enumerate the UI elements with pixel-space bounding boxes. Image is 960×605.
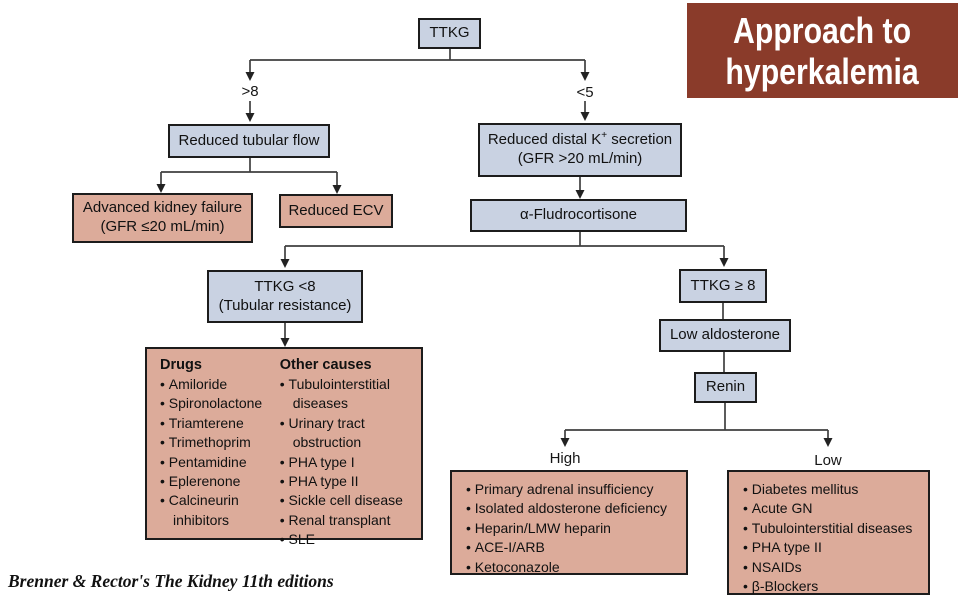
advanced-kidney-failure-line2: (GFR ≤20 mL/min)	[100, 218, 225, 235]
node-renin: Renin	[694, 372, 757, 403]
panel-low-renin-causes: Diabetes mellitus Acute GN Tubulointerst…	[727, 470, 930, 595]
node-reduced-ecv: Reduced ECV	[279, 194, 393, 228]
node-reduced-distal-k-secretion: Reduced distal K+ secretion (GFR >20 mL/…	[478, 123, 682, 177]
renin-low-label: Low	[814, 452, 842, 469]
list-item: Acute GN	[743, 499, 920, 518]
list-item: ACE-I/ARB	[466, 538, 678, 557]
drugs-column-title: Drugs	[160, 357, 202, 373]
list-item: PHA type I	[280, 453, 413, 472]
title-banner: Approach to hyperkalemia	[687, 3, 958, 98]
list-item: Diabetes mellitus	[743, 480, 920, 499]
list-item: β-Blockers	[743, 577, 920, 596]
list-item: NSAIDs	[743, 558, 920, 577]
panel-drugs-other-causes: Drugs Amiloride Spironolactone Triamtere…	[145, 347, 423, 547]
source-citation: Brenner & Rector's The Kidney 11th editi…	[8, 571, 334, 591]
banner-title-line1: Approach to	[733, 9, 912, 51]
branch-label-gt8: >8	[241, 83, 259, 100]
list-item: Trimethoprim	[160, 433, 280, 452]
node-low-aldosterone: Low aldosterone	[659, 319, 791, 352]
other-causes-column-title: Other causes	[279, 357, 372, 373]
list-item: Urinary tract obstruction	[280, 414, 413, 453]
node-ttkg: TTKG	[418, 18, 481, 49]
list-item: Renal transplant	[280, 511, 413, 530]
node-ttkg-ge8: TTKG ≥ 8	[679, 269, 767, 303]
renin-high-label: High	[549, 450, 581, 467]
advanced-kidney-failure-line1: Advanced kidney failure	[82, 199, 243, 217]
node-ttkg-ge8-label: TTKG ≥ 8	[690, 276, 756, 294]
list-item: PHA type II	[280, 472, 413, 491]
node-advanced-kidney-failure: Advanced kidney failure (GFR ≤20 mL/min)	[72, 193, 253, 243]
list-item: Primary adrenal insufficiency	[466, 480, 678, 499]
list-item: Sickle cell disease	[280, 491, 413, 510]
node-renin-label: Renin	[705, 378, 746, 396]
banner-title: Approach to hyperkalemia	[726, 10, 919, 92]
drugs-column: Drugs Amiloride Spironolactone Triamtere…	[160, 356, 280, 550]
connector-arrowheads	[156, 72, 833, 447]
node-reduced-tubular-flow: Reduced tubular flow	[168, 124, 330, 158]
node-ttkg-lt8: TTKG <8 (Tubular resistance)	[207, 270, 363, 323]
list-item: PHA type II	[743, 538, 920, 557]
k-plus-superscript: +	[601, 130, 608, 142]
reduced-distal-k-line2: (GFR >20 mL/min)	[517, 150, 643, 167]
node-alpha-fludrocortisone: α-Fludrocortisone	[470, 199, 687, 232]
banner-title-line2: hyperkalemia	[725, 50, 920, 92]
reduced-distal-k-line1: Reduced distal K+ secretion	[487, 130, 673, 149]
connector-lines	[160, 49, 829, 439]
list-item: Amiloride	[160, 375, 280, 394]
branch-label-lt5: <5	[576, 84, 594, 101]
list-item: Eplerenone	[160, 472, 280, 491]
node-ttkg-label: TTKG	[429, 24, 470, 42]
list-item: Triamterene	[160, 414, 280, 433]
ttkg-lt8-line2: (Tubular resistance)	[218, 296, 352, 314]
node-alpha-fludrocortisone-label: α-Fludrocortisone	[519, 206, 638, 224]
list-item: Tubulointerstitial diseases	[743, 519, 920, 538]
list-item: Pentamidine	[160, 453, 280, 472]
node-reduced-tubular-flow-label: Reduced tubular flow	[178, 131, 320, 149]
node-reduced-ecv-label: Reduced ECV	[288, 201, 384, 219]
panel-high-renin-causes: Primary adrenal insufficiency Isolated a…	[450, 470, 688, 575]
list-item: Heparin/LMW heparin	[466, 519, 678, 538]
list-item: Isolated aldosterone deficiency	[466, 499, 678, 518]
list-item: Ketoconazole	[466, 558, 678, 577]
list-item: Tubulointerstitial diseases	[280, 375, 413, 414]
list-item: SLE	[280, 530, 413, 549]
list-item: Calcineurin inhibitors	[160, 491, 280, 530]
other-causes-column: Other causes Tubulointerstitial diseases…	[280, 356, 413, 550]
list-item: Spironolactone	[160, 394, 280, 413]
ttkg-lt8-line1: TTKG <8	[254, 277, 316, 295]
node-low-aldosterone-label: Low aldosterone	[669, 326, 781, 344]
